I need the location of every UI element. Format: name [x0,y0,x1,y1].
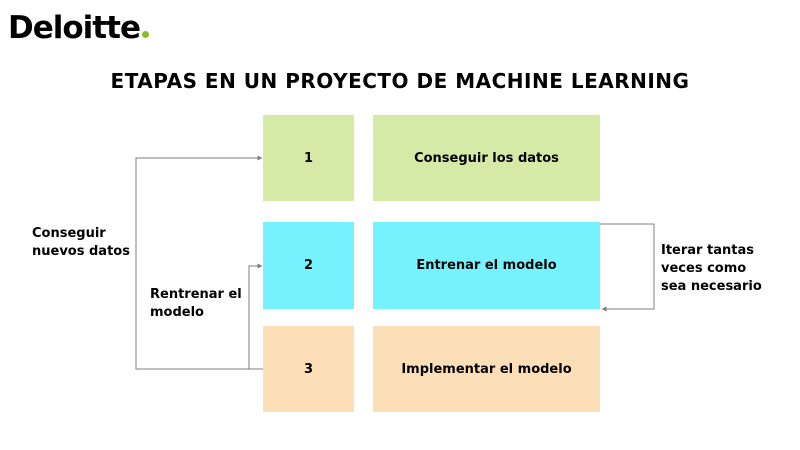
step-3-number: 3 [303,361,314,377]
step-1-label: Conseguir los datos [414,150,559,166]
iterate-loop-label: Iterar tantas veces como sea necesario [661,243,762,294]
deloitte-logo: Deloitte [8,8,149,48]
page-title: ETAPAS EN UN PROYECTO DE MACHINE LEARNIN… [110,69,690,93]
step-2-number: 2 [303,258,314,273]
step-2-label-box: Entrenar el modelo [373,222,600,309]
step-3-label-box: Implementar el modelo [373,326,600,412]
step-2-number-box: 2 [263,222,354,309]
step-1-number-box: 1 [263,115,354,201]
new-data-loop-label: Conseguir nuevos datos [32,226,130,259]
logo-text: Deloitte [8,10,141,46]
step-1-label-box: Conseguir los datos [373,115,600,201]
logo-dot [141,31,149,38]
step-3-label: Implementar el modelo [401,361,572,377]
step-3-number-box: 3 [263,326,354,412]
new-data-loop-arrow [135,155,263,370]
retrain-loop-arrow [248,263,263,370]
iterate-loop-arrow [600,223,655,312]
retrain-loop-label: Rentrenar el modelo [150,287,242,320]
step-2-label: Entrenar el modelo [416,258,557,273]
step-1-number: 1 [303,150,314,166]
